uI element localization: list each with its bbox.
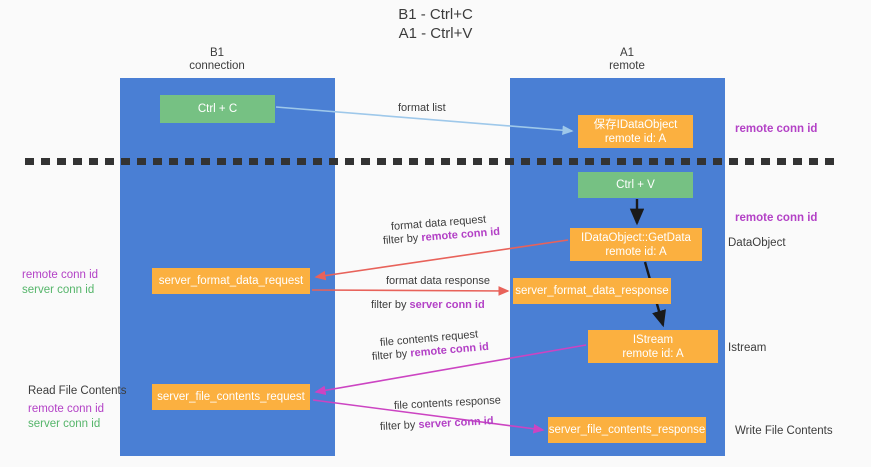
node-istream-line1: IStream xyxy=(632,333,674,346)
annotation-istream: Istream xyxy=(728,342,767,354)
annotation-left-conn-ids-bottom: remote conn id server conn id xyxy=(28,402,104,432)
node-ctrl-c-label: Ctrl + C xyxy=(197,103,238,115)
arrow-label-format-data-response-filter: filter by server conn id xyxy=(371,298,485,313)
node-server-format-data-request[interactable]: server_format_data_request xyxy=(152,268,310,294)
annotation-write-file-contents: Write File Contents xyxy=(735,425,833,437)
filter-prefix: filter by xyxy=(371,299,410,311)
filter-prefix: filter by xyxy=(382,231,422,247)
arrow-label-format-list: format list xyxy=(398,101,446,116)
node-server-format-data-response-label: server_format_data_response xyxy=(515,285,669,297)
phase-divider xyxy=(25,158,840,165)
annotation-read-file-contents: Read File Contents xyxy=(28,385,127,397)
node-server-file-contents-request-label: server_file_contents_request xyxy=(157,391,305,403)
filter-key-server-conn-id: server conn id xyxy=(418,415,494,431)
node-saved-idataobject[interactable]: 保存IDataObject remote id: A xyxy=(578,115,693,148)
node-ctrl-c[interactable]: Ctrl + C xyxy=(160,95,275,123)
page-title: B1 - Ctrl+C A1 - Ctrl+V xyxy=(0,5,871,43)
filter-key-server-conn-id: server conn id xyxy=(409,299,485,311)
annotation-left-remote-conn-id-mid: remote conn id xyxy=(22,269,99,281)
annotation-dataobject: DataObject xyxy=(728,237,786,249)
node-ctrl-v[interactable]: Ctrl + V xyxy=(578,172,693,198)
arrow-label-format-data-response: format data response xyxy=(386,274,490,289)
node-server-format-data-request-label: server_format_data_request xyxy=(158,275,304,287)
annotation-left-server-conn-id-mid: server conn id xyxy=(22,284,95,296)
column-header-b1-name: B1 xyxy=(209,47,225,59)
node-istream-line2: remote id: A xyxy=(622,347,684,360)
node-server-file-contents-response-label: server_file_contents_response xyxy=(548,424,706,436)
title-line-2: A1 - Ctrl+V xyxy=(398,25,473,42)
filter-prefix: filter by xyxy=(379,418,419,433)
node-saved-idataobject-line1: 保存IDataObject xyxy=(593,118,678,131)
arrow-label-format-data-response-text: format data response xyxy=(386,275,490,287)
column-header-a1-name: A1 xyxy=(619,47,635,59)
node-idataobject-getdata-line2: remote id: A xyxy=(605,245,667,258)
node-idataobject-getdata[interactable]: IDataObject::GetData remote id: A xyxy=(570,228,702,261)
column-header-b1-role: connection xyxy=(189,60,245,72)
node-server-format-data-response[interactable]: server_format_data_response xyxy=(513,278,671,304)
node-server-file-contents-request[interactable]: server_file_contents_request xyxy=(152,384,310,410)
node-istream[interactable]: IStream remote id: A xyxy=(588,330,718,363)
column-header-a1-role: remote xyxy=(609,60,645,72)
arrow-label-file-contents-response-filter: filter by server conn id xyxy=(380,414,494,435)
annotation-left-remote-conn-id-bottom: remote conn id xyxy=(28,403,105,415)
annotation-remote-conn-id-top: remote conn id xyxy=(735,123,818,135)
annotation-left-server-conn-id-bottom: server conn id xyxy=(28,418,101,430)
arrow-label-file-contents-response: file contents response xyxy=(394,393,502,414)
annotation-remote-conn-id-mid: remote conn id xyxy=(735,212,818,224)
node-server-file-contents-response[interactable]: server_file_contents_response xyxy=(548,417,706,443)
title-line-1: B1 - Ctrl+C xyxy=(398,6,473,23)
arrow-format-data-response xyxy=(311,286,510,296)
node-idataobject-getdata-line1: IDataObject::GetData xyxy=(581,231,691,244)
annotation-left-conn-ids-mid: remote conn id server conn id xyxy=(22,268,98,298)
column-header-a1: A1 remote xyxy=(547,47,707,73)
arrow-label-format-list-text: format list xyxy=(398,102,446,114)
node-ctrl-v-label: Ctrl + V xyxy=(616,179,655,191)
arrow-label-file-contents-response-text: file contents response xyxy=(393,394,502,412)
column-header-b1: B1 connection xyxy=(137,47,297,73)
filter-prefix: filter by xyxy=(371,347,411,363)
node-saved-idataobject-line2: remote id: A xyxy=(604,132,667,145)
